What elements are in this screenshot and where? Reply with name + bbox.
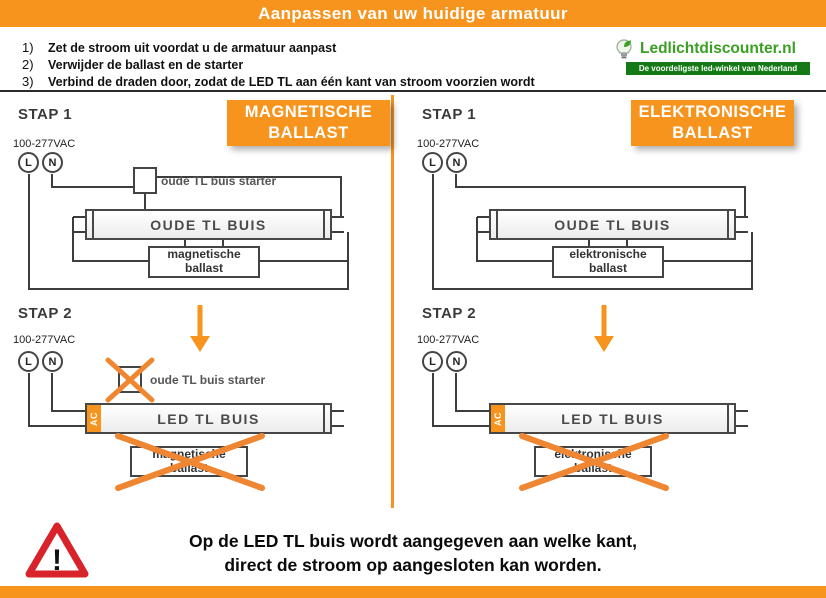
down-arrow-icon [594, 305, 614, 352]
instruction-number: 2) [22, 57, 34, 72]
starter-box-removed [118, 366, 142, 393]
tube-endcap [323, 211, 330, 238]
voltage-label: 100-277VAC [417, 138, 480, 150]
instruction-text: Verwijder de ballast en de starter [48, 58, 244, 72]
old-tl-tube: OUDE TL BUIS [489, 209, 736, 240]
terminal-n: N [42, 152, 63, 173]
ballast-box-removed: magnetische ballast [130, 446, 248, 477]
ballast-type-badge: MAGNETISCHE BALLAST [227, 100, 390, 146]
tube-label: LED TL BUIS [157, 410, 260, 427]
tube-label: LED TL BUIS [561, 410, 664, 427]
step1-heading: STAP 1 [422, 106, 477, 123]
ac-endcap: AC [87, 405, 101, 432]
divider-horizontal [0, 90, 826, 92]
instruction-text: Zet de stroom uit voordat u de armatuur … [48, 41, 337, 55]
step2-heading: STAP 2 [18, 305, 73, 322]
bottom-accent-bar [0, 586, 826, 598]
starter-label: oude TL buis starter [161, 174, 277, 188]
wiring-diagram-right [432, 174, 753, 427]
footer-note-line1: Op de LED TL buis wordt aangegeven aan w… [189, 531, 637, 551]
instruction-step-3: 3) Verbind de draden door, zodat de LED … [22, 74, 535, 89]
ballast-label: magnetische ballast [152, 446, 226, 475]
instruction-step-2: 2) Verwijder de ballast en de starter [22, 57, 243, 72]
terminal-l: L [18, 152, 39, 173]
column-magnetic-ballast: STAP 1 MAGNETISCHE BALLAST 100-277VAC L … [0, 0, 400, 598]
voltage-label: 100-277VAC [417, 334, 480, 346]
terminal-n: N [446, 152, 467, 173]
ballast-box: elektronische ballast [552, 246, 664, 278]
ac-label: AC [89, 411, 99, 426]
logo-row: Ledlichtdiscounter.nl [612, 37, 810, 61]
ac-label: AC [493, 411, 503, 426]
voltage-label: 100-277VAC [13, 334, 76, 346]
instruction-number: 3) [22, 74, 34, 89]
terminal-n: N [446, 351, 467, 372]
page-title-bar: Aanpassen van uw huidige armatuur [0, 0, 826, 27]
wiring-diagram-left [28, 174, 349, 427]
tube-endcap [323, 405, 330, 432]
tube-label: OUDE TL BUIS [150, 216, 267, 233]
tube-endcap [491, 211, 498, 238]
page-title: Aanpassen van uw huidige armatuur [258, 3, 568, 23]
logo-tagline: De voordeligste led-winkel van Nederland [626, 62, 810, 75]
ballast-box: magnetische ballast [148, 246, 260, 278]
instruction-number: 1) [22, 40, 34, 55]
warning-icon: ! [25, 522, 89, 578]
divider-vertical [391, 95, 394, 508]
terminal-l: L [18, 351, 39, 372]
tube-endcap [87, 211, 94, 238]
ballast-label: elektronische ballast [554, 446, 632, 475]
instruction-step-1: 1) Zet de stroom uit voordat u de armatu… [22, 40, 336, 55]
svg-text:!: ! [52, 544, 62, 577]
column-electronic-ballast: STAP 1 ELEKTRONISCHE BALLAST 100-277VAC … [404, 0, 804, 598]
step2-heading: STAP 2 [422, 305, 477, 322]
instruction-text: Verbind de draden door, zodat de LED TL … [48, 75, 535, 89]
voltage-label: 100-277VAC [13, 138, 76, 150]
tube-endcap [727, 211, 734, 238]
terminal-l: L [422, 152, 443, 173]
tube-label: OUDE TL BUIS [554, 216, 671, 233]
logo: Ledlichtdiscounter.nl De voordeligste le… [612, 37, 810, 75]
old-tl-tube: OUDE TL BUIS [85, 209, 332, 240]
tube-endcap [727, 405, 734, 432]
footer-note-line2: direct de stroom op aangesloten kan word… [224, 555, 602, 575]
starter-label: oude TL buis starter [150, 373, 266, 387]
lightbulb-icon [616, 39, 632, 59]
terminal-l: L [422, 351, 443, 372]
led-tl-tube: AC LED TL BUIS [489, 403, 736, 434]
led-tl-tube: AC LED TL BUIS [85, 403, 332, 434]
ballast-label: elektronische ballast [569, 247, 647, 275]
ac-endcap: AC [491, 405, 505, 432]
starter-box [133, 167, 157, 194]
terminal-n: N [42, 351, 63, 372]
ballast-box-removed: elektronische ballast [534, 446, 652, 477]
ballast-label: magnetische ballast [167, 247, 241, 275]
down-arrow-icon [190, 305, 210, 352]
logo-name: Ledlichtdiscounter.nl [640, 40, 796, 57]
step1-heading: STAP 1 [18, 106, 73, 123]
ballast-type-badge: ELEKTRONISCHE BALLAST [631, 100, 794, 146]
